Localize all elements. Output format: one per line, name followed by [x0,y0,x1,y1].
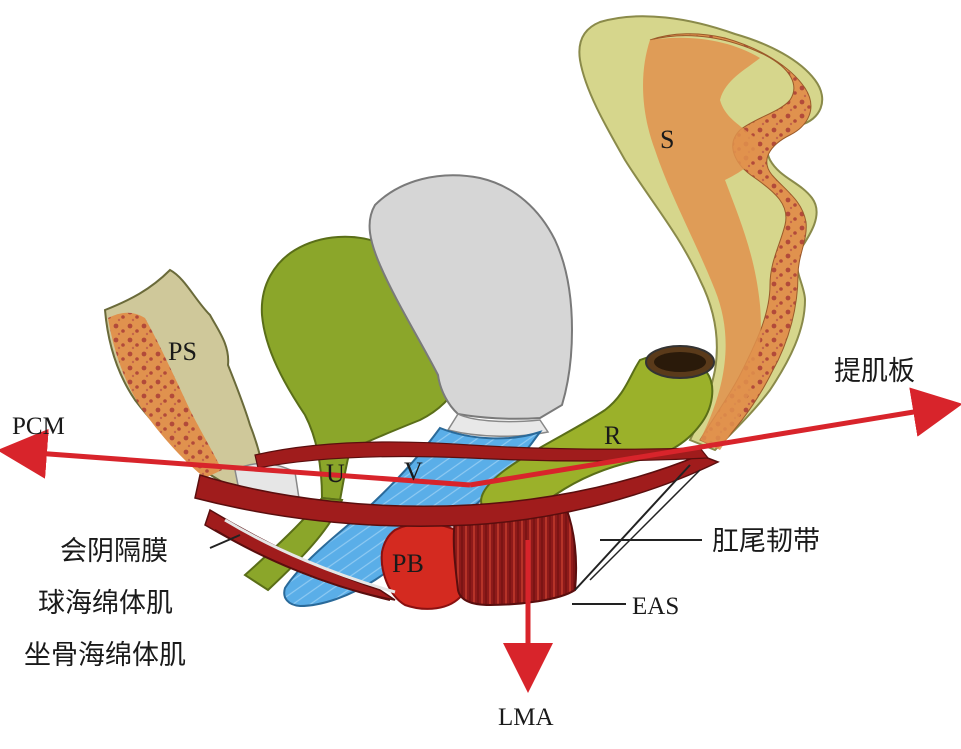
leader-perineal-membrane [209,534,241,549]
label-perineal-membrane: 会阴隔膜 [60,536,168,567]
pubic-marrow [108,312,222,478]
label-bulbospongiosus: 球海绵体肌 [38,588,173,619]
label-eas: EAS [632,593,679,620]
anococcygeal-line-1 [574,464,691,591]
label-perineal-body: PB [392,549,424,578]
label-pubic-symphysis: PS [168,337,197,366]
bulbospongiosus-strand [224,518,396,594]
label-anococcygeal-ligament: 肛尾韧带 [712,526,820,557]
pcm-arrow [0,428,471,488]
label-rectum: R [604,421,622,450]
label-ischiocavernosus: 坐骨海绵体肌 [24,640,186,671]
ischiocavernosus-strand [214,529,391,601]
label-urethra: U [326,459,345,488]
pubococcygeus-muscle [194,454,720,528]
anococcygeal-line-2 [589,469,701,581]
uterus [368,174,574,420]
label-vagina: V [404,457,423,486]
label-sacrum: S [660,125,674,154]
label-lma: LMA [498,704,554,731]
sacrum-body [643,37,761,450]
label-pcm: PCM [12,413,65,440]
levator-plate-arrow [469,387,961,488]
levator-band-upper [254,441,710,469]
cervix [446,413,550,438]
label-levator-plate: 提肌板 [834,356,915,387]
